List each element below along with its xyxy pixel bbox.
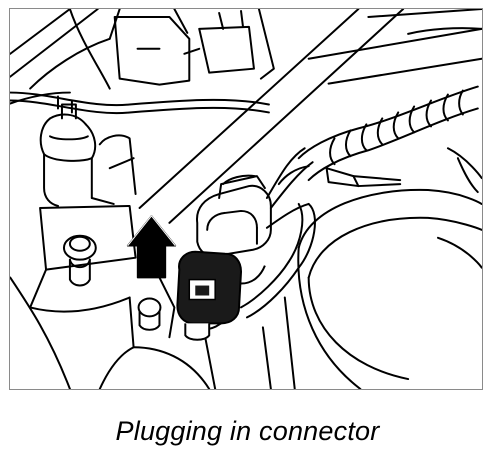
cable-clip bbox=[325, 167, 402, 188]
figure-caption: Plugging in connector bbox=[115, 416, 380, 446]
wire-harness bbox=[297, 85, 479, 182]
diagonal-bar bbox=[138, 9, 405, 224]
lower-bolt bbox=[137, 297, 162, 331]
upper-cable bbox=[10, 91, 270, 115]
upper-right-tube bbox=[307, 9, 482, 85]
diagram-frame bbox=[9, 8, 483, 390]
lower-left-structure bbox=[10, 276, 211, 389]
connector-dark bbox=[176, 250, 266, 341]
connector-illustration bbox=[10, 9, 482, 389]
arrow-up-icon bbox=[126, 215, 177, 279]
lower-supports bbox=[204, 296, 296, 389]
upper-bracket bbox=[113, 9, 275, 86]
left-block bbox=[29, 103, 137, 309]
upper-left-structure bbox=[10, 9, 121, 105]
left-bolt bbox=[62, 234, 97, 287]
